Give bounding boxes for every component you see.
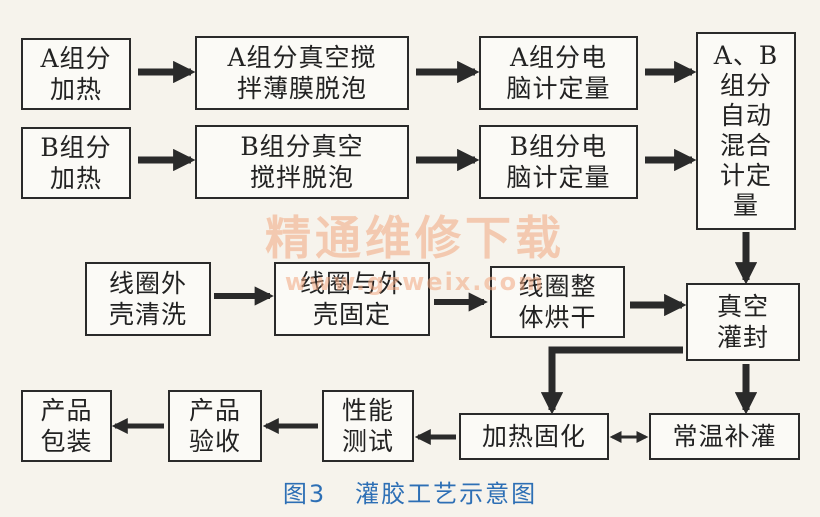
step-a-vacuum-stir: A组分真空搅 拌薄膜脱泡 <box>195 36 409 110</box>
step-heat-cure: 加热固化 <box>459 413 609 460</box>
step-a-heat: A组分 加热 <box>21 38 131 110</box>
step-b-vacuum-stir: B组分真空 搅拌脱泡 <box>195 125 409 199</box>
step-performance-test: 性能 测试 <box>322 390 414 462</box>
arrow-seal-to-cure <box>540 346 683 415</box>
figure-caption: 图3 灌胶工艺示意图 <box>282 480 538 508</box>
step-coil-shell-fix: 线圈与外 壳固定 <box>274 262 430 336</box>
step-b-computer-meter: B组分电 脑计定量 <box>479 125 638 199</box>
step-room-temp-fill: 常温补灌 <box>649 413 800 460</box>
step-coil-dry: 线圈整 体烘干 <box>490 266 625 338</box>
step-product-packaging: 产品 包装 <box>21 390 112 462</box>
step-b-heat: B组分 加热 <box>21 127 131 199</box>
step-a-computer-meter: A组分电 脑计定量 <box>479 36 638 110</box>
step-coil-shell-clean: 线圈外 壳清洗 <box>85 262 211 336</box>
step-vacuum-seal: 真空 灌封 <box>686 283 800 361</box>
step-ab-auto-mix: A、B 组分 自动 混合 计定 量 <box>696 32 796 230</box>
step-product-acceptance: 产品 验收 <box>168 390 262 462</box>
